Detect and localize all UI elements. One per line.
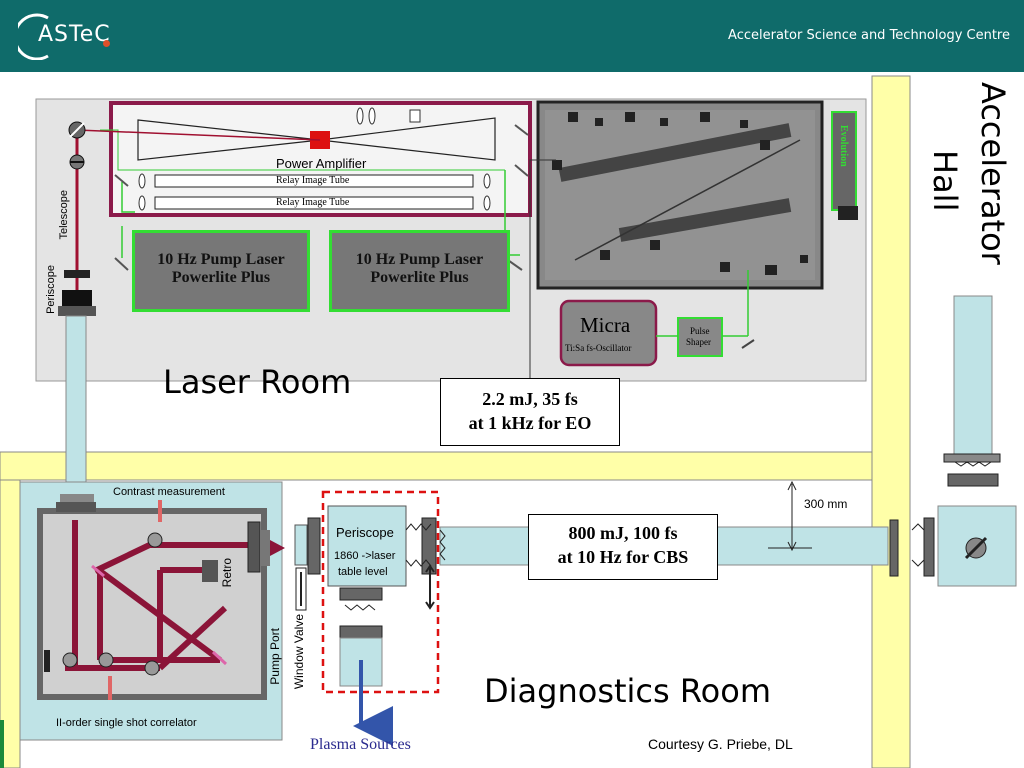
accelerator-hall-title-line1: Accelerator: [974, 82, 1012, 265]
eo-spec-box: 2.2 mJ, 35 fs at 1 kHz for EO: [440, 378, 620, 446]
telescope-label: Telescope: [58, 190, 70, 240]
eo-spec-line1: 2.2 mJ, 35 fs: [482, 389, 578, 409]
power-amplifier-label: Power Amplifier: [276, 156, 367, 171]
plasma-sources-label: Plasma Sources: [310, 736, 411, 753]
power-amplifier-box: [109, 101, 532, 217]
micra-oscillator: [559, 299, 658, 367]
cbs-spec-box: 800 mJ, 100 fs at 10 Hz for CBS: [528, 514, 718, 580]
periscope-laser-label: Periscope: [45, 265, 57, 314]
pump-port-label: Pump Port: [268, 628, 282, 685]
periscope-enclosure: [321, 490, 440, 694]
room-divider-wall: [0, 451, 873, 481]
diagnostics-room-title: Diagnostics Room: [484, 672, 771, 710]
accelerator-hall-title-line2: Hall: [926, 150, 964, 212]
pulse-shaper-label-line1: Pulse: [690, 326, 710, 336]
periscope-title: Periscope: [336, 525, 394, 540]
pump-laser-2-line1: 10 Hz Pump Laser: [355, 251, 484, 268]
micra-sub-label: Ti:Sa fs-Oscillator: [565, 343, 632, 353]
micra-label: Micra: [580, 313, 631, 337]
logo-text: ASTeC: [38, 22, 111, 47]
header-bar: ASTeC Accelerator Science and Technology…: [0, 0, 1024, 72]
evolution-label: Evolution: [838, 125, 849, 167]
dimension-label: 300 mm: [804, 497, 848, 511]
logo-dot: [103, 40, 110, 47]
header-title: Accelerator Science and Technology Centr…: [728, 28, 1010, 43]
pump-laser-1-line1: 10 Hz Pump Laser: [157, 251, 285, 268]
correlator-label: II-order single shot correlator: [56, 717, 197, 729]
window-valve-label: Window Valve: [292, 614, 306, 690]
pulse-shaper: [677, 317, 723, 357]
cbs-spec-line1: 800 mJ, 100 fs: [568, 523, 678, 543]
pulse-shaper-label-line2: Shaper: [686, 337, 711, 347]
pump-laser-2-line2: Powerlite Plus: [370, 269, 469, 286]
beam-pipe-vertical-left: [65, 315, 87, 493]
pump-laser-1: 10 Hz Pump Laser Powerlite Plus: [132, 230, 310, 312]
courtesy-label: Courtesy G. Priebe, DL: [648, 736, 793, 752]
periscope-box: [327, 505, 407, 587]
astec-logo-icon: [18, 13, 49, 60]
relay-image-tube-label-2: Relay Image Tube: [276, 197, 350, 208]
relay-image-tube-label-1: Relay Image Tube: [276, 175, 350, 186]
accelerator-wall: [871, 75, 911, 768]
contrast-measurement-label: Contrast measurement: [113, 486, 225, 498]
beam-pipe-vertical-right: [953, 295, 993, 455]
eo-spec-line2: at 1 kHz for EO: [468, 413, 592, 433]
periscope-sub-line1: 1860 ->laser: [334, 550, 396, 562]
laser-room-title: Laser Room: [163, 363, 352, 401]
retro-label: Retro: [220, 558, 234, 588]
cbs-spec-line2: at 10 Hz for CBS: [557, 547, 689, 567]
pump-laser-2: 10 Hz Pump Laser Powerlite Plus: [329, 230, 510, 312]
pump-laser-1-line2: Powerlite Plus: [171, 269, 271, 286]
periscope-sub-line2: table level: [338, 566, 388, 578]
